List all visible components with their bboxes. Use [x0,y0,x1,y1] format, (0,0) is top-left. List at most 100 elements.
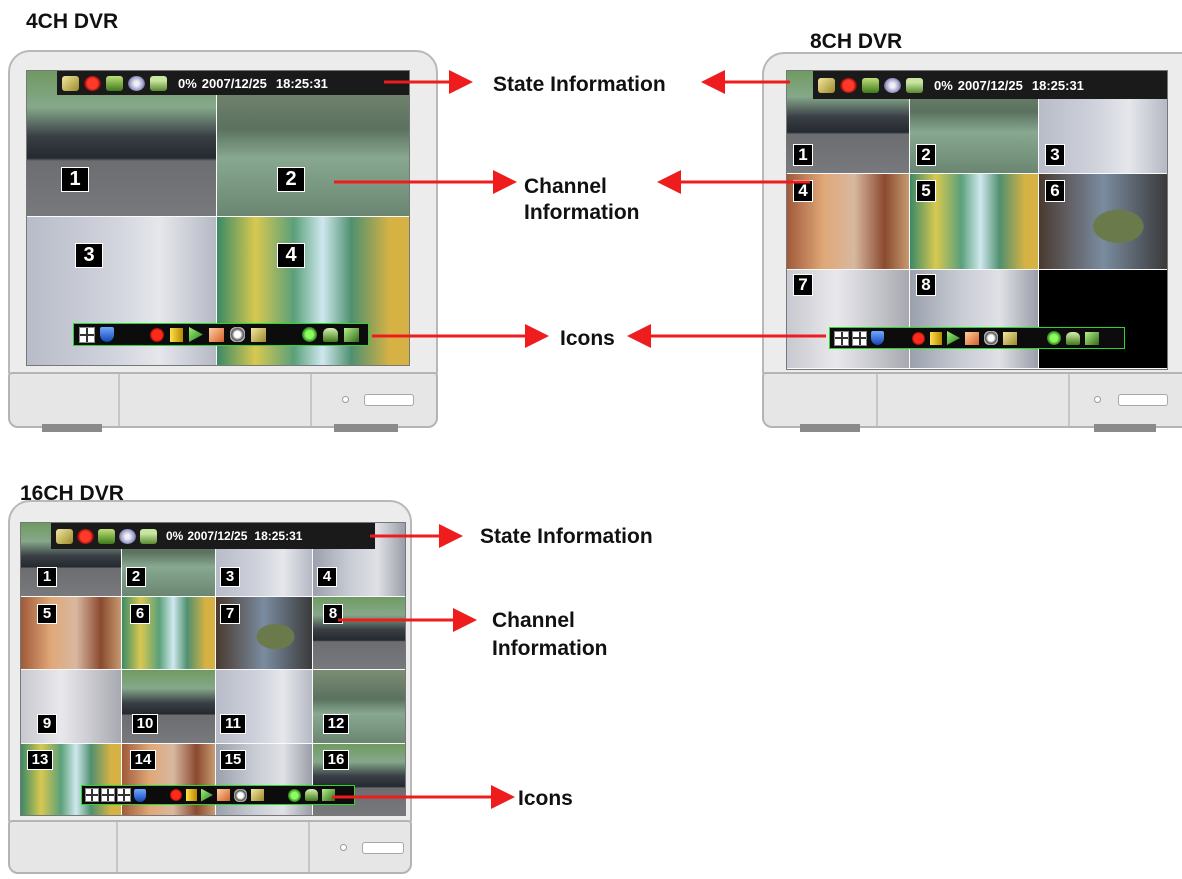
grid-icon[interactable] [834,330,849,346]
channel-tile[interactable]: 6 [1039,174,1167,269]
zoom-icon[interactable] [984,331,998,345]
channel-tile[interactable]: 8 [313,597,405,669]
document-icon[interactable] [1085,331,1099,345]
hand-icon[interactable] [217,789,230,801]
record-icon[interactable] [170,789,182,801]
camera-icon[interactable] [251,327,266,342]
grid-icon[interactable] [85,788,99,802]
channel-tile[interactable]: 7 [787,270,909,368]
green-light-icon[interactable] [288,788,301,802]
hand-icon[interactable] [965,331,979,345]
channel-number: 8 [916,274,936,296]
status-time: 18:25:31 [275,75,328,91]
record-icon [840,77,857,93]
antenna-icon[interactable] [305,789,318,801]
channel-tile[interactable]: 11 [216,670,312,743]
channel-number: 4 [277,243,305,268]
label-icons: Icons [518,787,573,810]
network-icon [862,77,879,93]
grid-icon[interactable] [101,788,115,802]
channel-tile-empty [1039,270,1167,368]
channel-number: 10 [132,714,158,734]
camera-icon [818,77,835,93]
record-icon[interactable] [912,331,925,345]
hdd-percent: 0% [934,77,953,93]
grid-icon[interactable] [79,326,95,343]
status-time: 18:25:31 [1031,77,1084,93]
status-time: 18:25:31 [254,529,303,543]
channel-tile[interactable]: 5 [21,597,121,669]
bookmark-icon[interactable] [186,789,197,801]
document-icon[interactable] [344,327,359,342]
status-bar: 0% 2007/12/25 18:25:31 [813,71,1167,99]
status-bar: 0% 2007/12/25 18:25:31 [51,523,375,549]
record-icon[interactable] [150,327,164,342]
label-state-information: State Information [493,73,666,96]
channel-number: 2 [916,144,936,166]
zoom-icon[interactable] [230,327,245,342]
antenna-icon[interactable] [323,327,338,342]
icon-toolbar [73,323,369,346]
alarm-all-icon [906,77,923,93]
hdd-percent: 0% [166,529,184,543]
status-date: 2007/12/25 [957,77,1023,93]
green-light-icon[interactable] [1047,331,1061,345]
channel-number: 4 [317,567,337,587]
document-icon[interactable] [322,789,335,801]
channel-tile[interactable]: 5 [910,174,1038,269]
channel-number: 13 [27,750,53,770]
title-4ch-dvr: 4CH DVR [26,10,119,33]
channel-tile[interactable]: 7 [216,597,312,669]
channel-tile[interactable]: 12 [313,670,405,743]
channel-number: 11 [220,714,246,734]
camera-icon [62,75,79,91]
channel-number: 6 [1045,180,1065,202]
icon-toolbar [829,327,1125,349]
camera-icon[interactable] [1003,331,1017,345]
channel-tile[interactable]: 10 [122,670,215,743]
title-16ch-dvr: 16CH DVR [20,482,124,505]
channel-number: 7 [220,604,240,624]
grid-icon[interactable] [852,330,867,346]
channel-number: 9 [37,714,57,734]
status-date: 2007/12/25 [201,75,267,91]
channel-number: 12 [323,714,349,734]
camera-icon [56,528,73,544]
label-channel: Channel [524,175,607,198]
shield-icon[interactable] [134,788,146,802]
label-state-information: State Information [480,525,653,548]
hdd-icon [884,77,901,93]
grid-icon[interactable] [117,788,131,802]
channel-tile[interactable]: 4 [787,174,909,269]
network-icon [98,528,115,544]
label-icons: Icons [560,327,615,350]
channel-tile[interactable]: 6 [122,597,215,669]
alarm-all-icon [150,75,167,91]
channel-tile[interactable]: 8 [910,270,1038,368]
zoom-icon[interactable] [234,788,247,802]
hand-icon[interactable] [209,327,224,342]
shield-icon[interactable] [871,331,884,345]
bookmark-icon[interactable] [170,327,183,342]
channel-number: 6 [130,604,150,624]
channel-number: 3 [220,567,240,587]
channel-tile[interactable]: 9 [21,670,121,743]
status-bar: 0% 2007/12/25 18:25:31 [57,71,409,95]
label-information: Information [492,637,608,660]
channel-number: 14 [130,750,156,770]
channel-tile[interactable]: 1 [27,71,216,216]
shield-icon[interactable] [100,327,114,342]
channel-number: 3 [75,243,103,268]
label-channel: Channel [492,609,575,632]
green-light-icon[interactable] [302,327,317,342]
channel-number: 1 [61,167,89,192]
channel-tile[interactable]: 2 [217,71,409,216]
title-8ch-dvr: 8CH DVR [810,30,903,53]
bookmark-icon[interactable] [930,331,942,345]
status-date: 2007/12/25 [187,529,248,543]
antenna-icon[interactable] [1066,331,1080,345]
channel-grid-16ch: 1 2 3 4 5 6 7 8 9 10 11 12 13 14 15 16 [21,523,405,815]
channel-number: 1 [793,144,813,166]
camera-icon[interactable] [251,789,264,801]
